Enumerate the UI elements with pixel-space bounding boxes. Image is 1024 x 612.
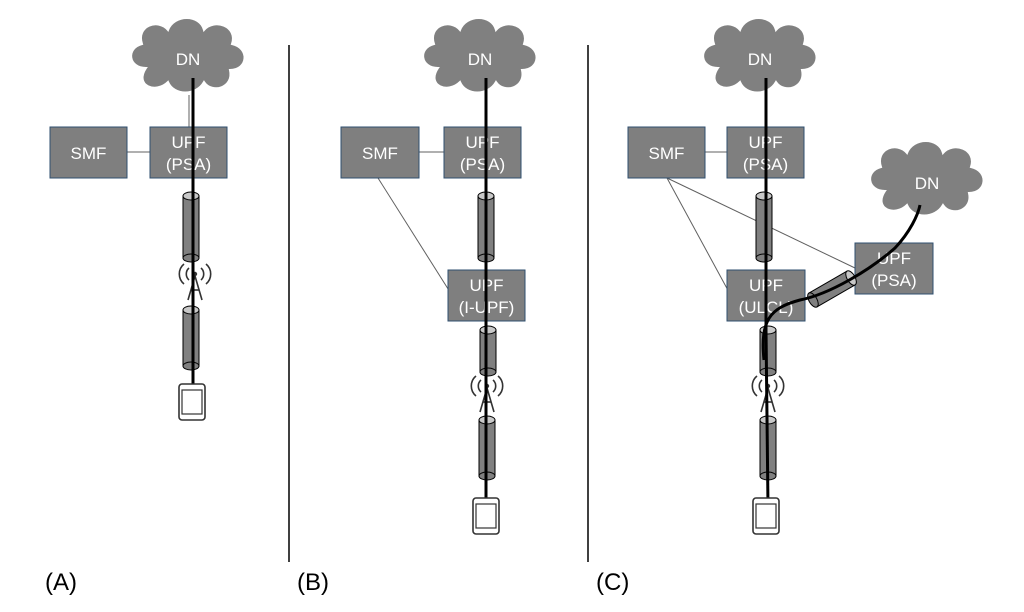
dn-label: DN — [468, 50, 493, 69]
smf-node — [627, 126, 706, 179]
smf-label: SMF — [71, 144, 107, 163]
upf-psa-label-line1: UPF — [172, 133, 206, 152]
upf-psa-label-line2: (PSA) — [460, 155, 505, 174]
smartphone-icon — [752, 497, 780, 535]
smartphone-icon — [178, 383, 206, 421]
upf-psa-label-line2: (PSA) — [166, 155, 211, 174]
tunnel-icon — [479, 325, 497, 377]
panel-label: (A) — [45, 569, 77, 596]
dn-label-secondary: DN — [915, 174, 940, 193]
tunnel-icon — [477, 191, 495, 263]
smf-iupf-link — [377, 177, 451, 293]
tunnel-icon — [182, 305, 200, 371]
panel-b: DN SMF UPF (PSA) UPF (I-UPF) — [297, 17, 538, 596]
upf-psa-label-line1: UPF — [466, 133, 500, 152]
upf-psa-node — [443, 126, 522, 179]
panel-c: DN DN SMF UPF (PSA) UPF (ULCL) UPF (PSA) — [596, 17, 985, 596]
smartphone-icon — [472, 497, 500, 535]
dn-label: DN — [176, 50, 201, 69]
panel-a: DN SMF UPF (PSA) (A) — [45, 17, 246, 596]
breakout-path — [761, 204, 922, 361]
smf-ulcl-link — [666, 177, 731, 295]
panel-label: (C) — [596, 569, 629, 596]
smf-node — [49, 126, 128, 179]
smf-label: SMF — [649, 144, 685, 163]
user-plane-path-lower — [764, 329, 770, 507]
upf-psa2-label-line2: (PSA) — [871, 271, 916, 290]
smf-label: SMF — [362, 144, 398, 163]
tunnel-icon — [755, 191, 773, 263]
upf-psa2-label-line1: UPF — [877, 249, 911, 268]
dn-label: DN — [748, 50, 773, 69]
panel-label: (B) — [297, 569, 329, 596]
upf-psa-node — [149, 126, 228, 179]
smf-node — [340, 126, 420, 179]
tunnel-icon — [182, 191, 200, 263]
antenna-icon — [178, 263, 212, 301]
